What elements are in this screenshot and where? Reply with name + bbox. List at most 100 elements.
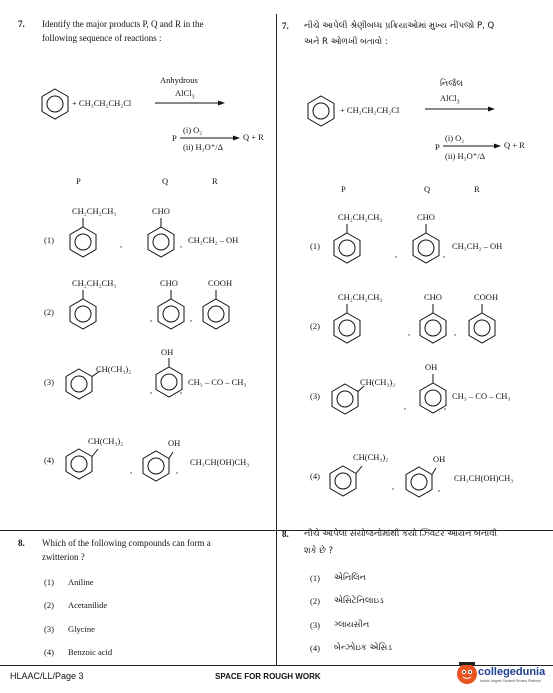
header-r-gu: R bbox=[474, 184, 480, 194]
opt1-q-ring bbox=[147, 218, 175, 258]
opt3-q-sub-gu: OH bbox=[425, 362, 438, 372]
opt2-q-ring bbox=[157, 290, 185, 330]
oxidation-step2: (ii) H₃O⁺/Δ bbox=[183, 142, 224, 152]
header-q: Q bbox=[162, 176, 169, 186]
q8-opt2-num: (2) bbox=[44, 600, 54, 610]
opt3-p-ring-gu bbox=[331, 383, 365, 415]
opt1-p-ring bbox=[69, 218, 97, 258]
opt4-r: CH₃CH(OH)CH₃ bbox=[190, 457, 250, 467]
q-r-label: Q + R bbox=[243, 132, 264, 142]
reaction-arrow-2-gu bbox=[443, 143, 501, 149]
opt1-num-gu: (1) bbox=[310, 241, 320, 251]
p-label-gu: P bbox=[435, 142, 440, 152]
rough-work-label: SPACE FOR ROUGH WORK bbox=[215, 672, 321, 681]
q8-opt3-num: (3) bbox=[44, 624, 54, 634]
opt4-r-gu: CH₃CH(OH)CH₃ bbox=[454, 473, 514, 483]
opt1-comma1-gu: , bbox=[395, 249, 398, 259]
opt2-comma1-gu: , bbox=[408, 327, 411, 337]
q8-gu-opt1-num: (1) bbox=[310, 573, 320, 583]
opt4-q-sub: OH bbox=[168, 438, 181, 448]
oxidation-step1: (i) O₂ bbox=[183, 125, 203, 135]
q8-gu-opt1-text: એનિલિન bbox=[334, 573, 366, 583]
q8-opt2-text: Acetanilide bbox=[68, 600, 108, 610]
oxidation-step2-gu: (ii) H₃O⁺/Δ bbox=[445, 151, 486, 161]
opt3-r-gu: CH₃ – CO – CH₃ bbox=[452, 391, 511, 401]
q7-number-gu: 7. bbox=[282, 21, 289, 31]
opt3-comma1-gu: , bbox=[404, 401, 407, 411]
logo-text: collegedunia bbox=[478, 666, 546, 678]
opt2-p-ring bbox=[69, 290, 97, 330]
header-p: P bbox=[76, 176, 81, 186]
q7-text-line1: Identify the major products P, Q and R i… bbox=[42, 19, 204, 29]
q8-gu-opt2-text: એસિટેનિલાઇડ bbox=[334, 596, 384, 606]
opt3-comma2-gu: , bbox=[444, 401, 447, 411]
opt4-comma2: , bbox=[176, 465, 179, 475]
reaction-arrow-1 bbox=[155, 100, 225, 106]
q8-gu-opt3-num: (3) bbox=[310, 620, 320, 630]
q8-gu-line1: નીચે આપેલા સંયોજનોમાંથી કયો ઝ્વિટર આયન બ… bbox=[304, 529, 497, 539]
q8-gu-opt2-num: (2) bbox=[310, 596, 320, 606]
opt3-p-sub-gu: CH(CH₃)₂ bbox=[360, 377, 396, 387]
opt3-r: CH₃ – CO – CH₃ bbox=[188, 377, 247, 387]
q8-text-line1: Which of the following compounds can for… bbox=[42, 538, 211, 548]
opt4-comma2-gu: , bbox=[438, 483, 441, 493]
column-divider bbox=[276, 14, 277, 666]
collegedunia-logo: collegedunia India's largest Student Rev… bbox=[456, 660, 550, 690]
q8-number-gu: 8. bbox=[282, 529, 289, 539]
opt2-q-sub: CHO bbox=[160, 278, 178, 288]
opt3-num-gu: (3) bbox=[310, 391, 320, 401]
opt2-comma2-gu: , bbox=[454, 327, 457, 337]
opt4-p-ring bbox=[65, 448, 99, 480]
reaction-arrow-2 bbox=[180, 135, 240, 141]
p-label: P bbox=[172, 133, 177, 143]
opt4-comma1-gu: , bbox=[392, 481, 395, 491]
opt1-comma2-gu: , bbox=[443, 249, 446, 259]
opt4-p-ring-gu bbox=[329, 465, 363, 497]
opt2-num: (2) bbox=[44, 307, 54, 317]
opt3-q-ring bbox=[155, 358, 183, 398]
q8-opt4-num: (4) bbox=[44, 647, 54, 657]
opt2-r-ring bbox=[202, 290, 230, 330]
page-number: HLAAC/LL/Page 3 bbox=[10, 671, 84, 681]
opt1-num: (1) bbox=[44, 235, 54, 245]
opt2-comma1: , bbox=[150, 313, 153, 323]
q8-gu-line2: શકે છે ? bbox=[304, 546, 334, 556]
q8-opt1-num: (1) bbox=[44, 577, 54, 587]
opt4-p-sub: CH(CH₃)₂ bbox=[88, 436, 124, 446]
opt2-p-sub-gu: CH₂CH₂CH₃ bbox=[338, 292, 383, 302]
footer-rule bbox=[0, 665, 553, 666]
opt4-num: (4) bbox=[44, 455, 54, 465]
oxidation-step1-gu: (i) O₂ bbox=[445, 133, 465, 143]
mascot-icon bbox=[457, 662, 477, 684]
opt2-q-sub-gu: CHO bbox=[424, 292, 442, 302]
opt2-p-sub: CH₂CH₂CH₃ bbox=[72, 278, 117, 288]
reactant-text: + CH₃CH₂CH₂Cl bbox=[72, 98, 132, 108]
opt2-r-sub-gu: COOH bbox=[474, 292, 499, 302]
q8-opt1-text: Aniline bbox=[68, 577, 94, 587]
opt1-comma1: , bbox=[120, 239, 123, 249]
opt1-comma2: , bbox=[180, 239, 183, 249]
reagent-nirjal: નિર્જલ bbox=[440, 79, 463, 89]
q-r-label-gu: Q + R bbox=[504, 140, 525, 150]
opt3-p-ring bbox=[65, 368, 101, 400]
opt1-p-sub: CH₂CH₂CH₃ bbox=[72, 206, 117, 216]
reaction-arrow-1-gu bbox=[425, 106, 495, 112]
opt4-p-sub-gu: CH(CH₃)₂ bbox=[353, 452, 389, 462]
header-q-gu: Q bbox=[424, 184, 431, 194]
opt3-q-sub: OH bbox=[161, 347, 174, 357]
opt1-p-sub-gu: CH₂CH₂CH₃ bbox=[338, 212, 383, 222]
opt1-r-gu: CH₃CH₂ – OH bbox=[452, 241, 503, 251]
header-r: R bbox=[212, 176, 218, 186]
opt4-q-sub-gu: OH bbox=[433, 454, 446, 464]
opt3-q-ring-gu bbox=[419, 374, 447, 414]
opt3-comma1: , bbox=[150, 385, 153, 395]
opt1-r: CH₃CH₂ – OH bbox=[188, 235, 239, 245]
opt3-num: (3) bbox=[44, 377, 54, 387]
q8-gu-opt4-num: (4) bbox=[310, 643, 320, 653]
opt2-r-sub: COOH bbox=[208, 278, 233, 288]
opt3-p-sub: CH(CH₃)₂ bbox=[96, 364, 132, 374]
opt3-comma2: , bbox=[180, 385, 183, 395]
logo-tagline: India's largest Student Review Platform bbox=[480, 679, 541, 683]
opt2-num-gu: (2) bbox=[310, 321, 320, 331]
opt1-q-ring-gu bbox=[412, 224, 440, 264]
